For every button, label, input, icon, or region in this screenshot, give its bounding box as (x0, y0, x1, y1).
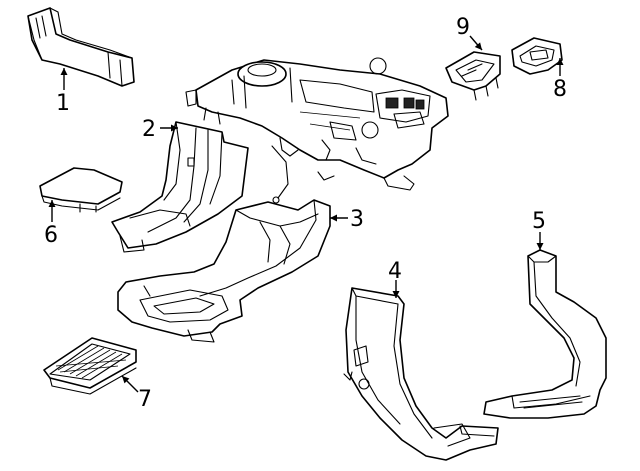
leader-9-arrowhead (474, 42, 482, 50)
leader-7-arrowhead (122, 376, 130, 384)
callout-6: 6 (44, 223, 58, 248)
part-1-duct (27, 7, 135, 87)
part-3-floor-duct (117, 199, 331, 343)
part-8-vent (511, 37, 563, 75)
part-7-grille (43, 337, 137, 395)
callouts: 1 2 3 4 5 6 7 8 9 (44, 15, 567, 412)
leader-5-arrowhead (536, 243, 544, 250)
callout-1: 1 (56, 91, 70, 116)
part-9-vent (445, 51, 501, 101)
leader-lines (48, 35, 564, 393)
leader-4-arrowhead (392, 291, 400, 298)
leader-2-arrowhead (171, 124, 178, 132)
leader-1-arrowhead (60, 68, 68, 75)
callout-8: 8 (553, 77, 567, 102)
callout-3: 3 (350, 207, 364, 232)
leader-6-arrowhead (48, 200, 56, 207)
callout-9: 9 (456, 15, 470, 40)
leader-3-arrowhead (330, 214, 337, 222)
part-4-rear-duct (343, 287, 499, 461)
callout-4: 4 (388, 259, 402, 284)
leader-8-arrowhead (556, 58, 564, 65)
callout-7: 7 (138, 387, 152, 412)
part-6-cover (39, 167, 123, 213)
callout-5: 5 (532, 209, 546, 234)
callout-2: 2 (142, 117, 156, 142)
hvac-assembly (185, 57, 449, 204)
part-5-rear-duct (483, 249, 607, 419)
part-2-air-guide (111, 121, 249, 253)
